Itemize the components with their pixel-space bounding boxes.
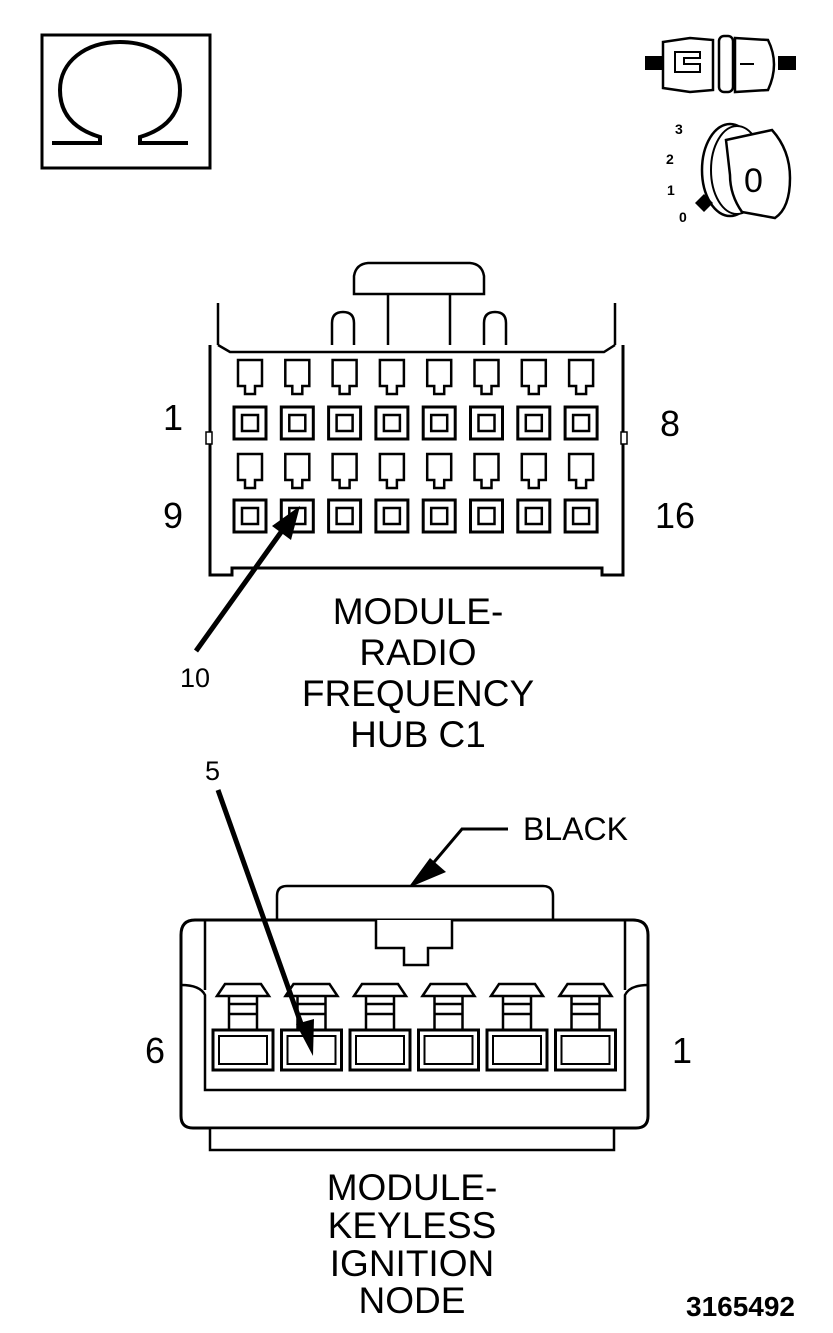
pin-label-1: 1 <box>163 397 183 438</box>
figure-number: 3165492 <box>686 1291 795 1322</box>
kin-title-line-1: MODULE- <box>327 1167 498 1208</box>
key-position-2: 2 <box>666 151 674 167</box>
kin-title-line-4: NODE <box>359 1280 466 1321</box>
key-position-3: 3 <box>675 121 683 137</box>
rf-hub-cavity <box>374 452 410 534</box>
pin-label-1-kin: 1 <box>672 1030 692 1071</box>
c1-title-line-2: RADIO <box>359 632 476 673</box>
c1-title-line-3: FREQUENCY <box>302 673 534 714</box>
pin-5-callout-arrow <box>215 789 314 1056</box>
rf-hub-cavity <box>232 452 268 534</box>
rf-hub-cavity <box>563 452 599 534</box>
rf-hub-cavity <box>469 452 504 534</box>
kin-title-line-2: KEYLESS <box>328 1205 497 1246</box>
rf-hub-connector-c1: 1 8 9 16 10 MODULE- RADIO FREQUENCY HUB … <box>163 261 695 755</box>
ohm-symbol-icon <box>40 33 212 170</box>
rf-hub-cavity <box>516 358 552 441</box>
kin-cavity <box>211 982 275 1072</box>
rf-hub-cavity <box>232 358 268 441</box>
rf-hub-cavity <box>421 358 457 441</box>
key-label: 0 <box>744 162 763 200</box>
kin-cavity <box>417 982 480 1072</box>
rf-hub-cavity-grid <box>232 358 599 534</box>
rf-hub-cavity <box>563 358 599 441</box>
rf-hub-cavity <box>279 358 315 441</box>
pin-label-16: 16 <box>655 495 695 536</box>
rf-hub-cavity <box>327 358 363 441</box>
rf-hub-cavity <box>469 358 504 441</box>
connector-color-label: BLACK <box>523 811 628 847</box>
ignition-key-icon: 3 2 1 0 0 <box>666 121 792 225</box>
key-position-0: 0 <box>679 209 687 225</box>
pin-callout-5: 5 <box>205 756 220 786</box>
kin-cavity <box>554 982 617 1072</box>
rf-hub-cavity <box>374 358 410 441</box>
key-position-1: 1 <box>667 182 675 198</box>
pin-10-callout-arrow <box>193 506 300 653</box>
kin-cavity <box>348 982 412 1072</box>
kin-title-line-3: IGNITION <box>330 1243 494 1284</box>
rf-hub-cavity <box>327 452 363 534</box>
pin-callout-10: 10 <box>180 663 210 693</box>
pin-label-6: 6 <box>145 1030 165 1071</box>
c1-title-line-1: MODULE- <box>333 591 504 632</box>
rf-hub-cavity <box>421 452 457 534</box>
c1-title-line-4: HUB C1 <box>350 714 486 755</box>
rf-hub-cavity <box>516 452 552 534</box>
keyless-ignition-node-connector: BLACK 6 1 5 MODULE- KEYLESS IGNITION NOD… <box>145 756 692 1321</box>
connector-disconnected-icon <box>645 34 796 94</box>
kin-cavity <box>485 982 549 1072</box>
pin-label-9: 9 <box>163 495 183 536</box>
pin-label-8: 8 <box>660 403 680 444</box>
